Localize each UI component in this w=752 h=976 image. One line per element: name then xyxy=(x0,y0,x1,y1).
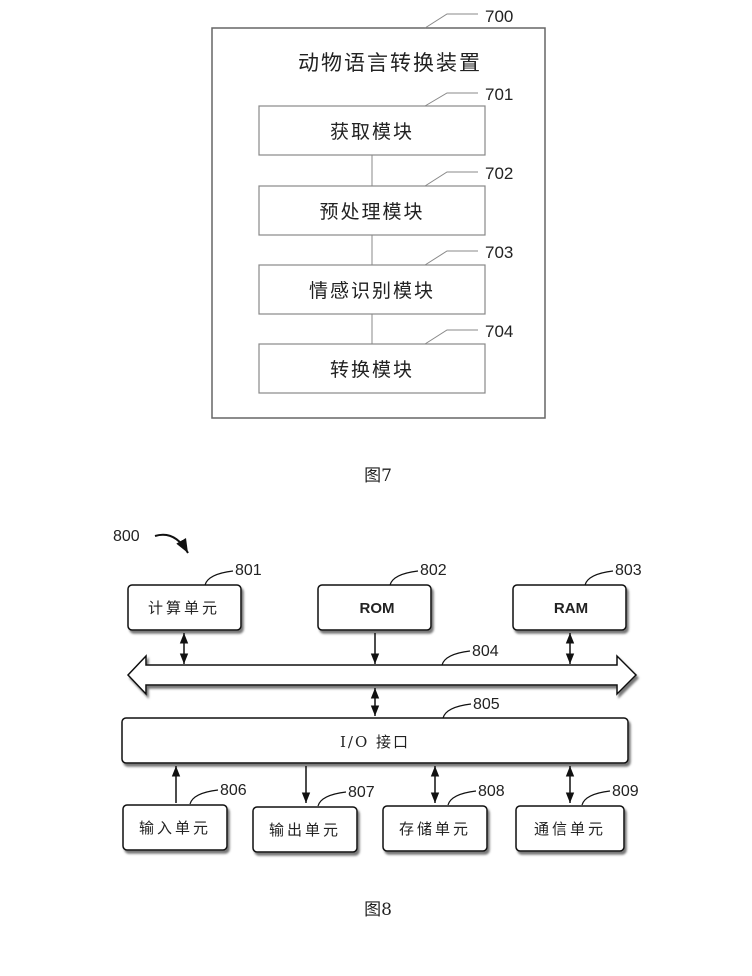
unit-808: 808 存储单元 xyxy=(382,783,505,852)
bus-arrow xyxy=(126,654,638,696)
unit-label: 输出单元 xyxy=(269,821,341,839)
module-box xyxy=(258,343,486,394)
ref-701: 701 xyxy=(485,85,513,104)
ref-800: 800 xyxy=(113,528,140,545)
ref-802: 802 xyxy=(420,562,447,579)
io-interface-805: 805 I/O 接口 xyxy=(121,696,629,764)
ref-700: 700 xyxy=(485,7,513,26)
io-box xyxy=(121,717,629,764)
unit-label: RAM xyxy=(554,600,588,617)
unit-box xyxy=(252,806,358,853)
ref-702: 702 xyxy=(485,164,513,183)
module-label: 情感识别模块 xyxy=(309,280,435,302)
unit-label: ROM xyxy=(360,600,395,617)
module-label: 转换模块 xyxy=(330,359,414,381)
module-703: 703 情感识别模块 xyxy=(258,243,513,315)
figure-7: 700 动物语言转换装置 701 获取模块 702 预处理模块 703 情感识别… xyxy=(211,7,546,486)
ref-803: 803 xyxy=(615,562,642,579)
figure-7-caption: 图7 xyxy=(364,466,392,486)
leader-line-703 xyxy=(424,250,478,266)
unit-box xyxy=(515,805,625,852)
ref-704: 704 xyxy=(485,322,513,341)
module-701: 701 获取模块 xyxy=(258,85,513,156)
unit-label: 输入单元 xyxy=(139,819,211,837)
leader-line-805 xyxy=(442,703,472,719)
module-box xyxy=(258,185,486,236)
module-702: 702 预处理模块 xyxy=(258,164,513,236)
module-label: 预处理模块 xyxy=(319,201,424,223)
module-box xyxy=(258,264,486,315)
figure-8-caption: 图8 xyxy=(364,900,392,920)
ref-809: 809 xyxy=(612,783,639,800)
ref-804: 804 xyxy=(472,643,499,660)
unit-806: 806 输入单元 xyxy=(122,782,247,851)
unit-box xyxy=(512,584,627,631)
unit-label: 通信单元 xyxy=(534,820,606,838)
bus-804: 804 xyxy=(126,643,638,696)
leader-line-809 xyxy=(581,790,611,806)
pointer-arrow-800 xyxy=(154,533,189,554)
leader-line-702 xyxy=(424,171,478,187)
module-label: 获取模块 xyxy=(330,121,414,143)
unit-809: 809 通信单元 xyxy=(515,783,639,852)
unit-803: 803 RAM xyxy=(512,562,642,631)
unit-801: 801 计算单元 xyxy=(127,562,262,631)
unit-802: 802 ROM xyxy=(317,562,447,631)
device-title: 动物语言转换装置 xyxy=(298,51,482,75)
ref-808: 808 xyxy=(478,783,505,800)
leader-line-806 xyxy=(189,789,219,805)
unit-box xyxy=(382,805,488,852)
unit-807: 807 输出单元 xyxy=(252,784,375,853)
leader-line-701 xyxy=(424,92,478,107)
unit-label: 存储单元 xyxy=(399,820,471,838)
ref-805: 805 xyxy=(473,696,500,713)
leader-line-803 xyxy=(584,570,614,586)
leader-line-804 xyxy=(441,650,471,666)
unit-box xyxy=(122,804,228,851)
io-label: I/O 接口 xyxy=(340,733,410,751)
unit-label: 计算单元 xyxy=(148,599,220,617)
ref-703: 703 xyxy=(485,243,513,262)
ref-807: 807 xyxy=(348,784,375,801)
leader-line-704 xyxy=(424,329,478,345)
leader-line-801 xyxy=(204,570,234,586)
unit-box xyxy=(127,584,242,631)
leader-line-802 xyxy=(389,570,419,586)
ref-806: 806 xyxy=(220,782,247,799)
ref-801: 801 xyxy=(235,562,262,579)
leader-line-807 xyxy=(317,791,347,807)
unit-box xyxy=(317,584,432,631)
figure-8: 800 801 计算单元 802 ROM 803 RAM xyxy=(113,528,642,920)
leader-line-700 xyxy=(424,13,478,29)
leader-line-808 xyxy=(447,790,477,806)
module-704: 704 转换模块 xyxy=(258,322,513,394)
module-box xyxy=(258,105,486,156)
